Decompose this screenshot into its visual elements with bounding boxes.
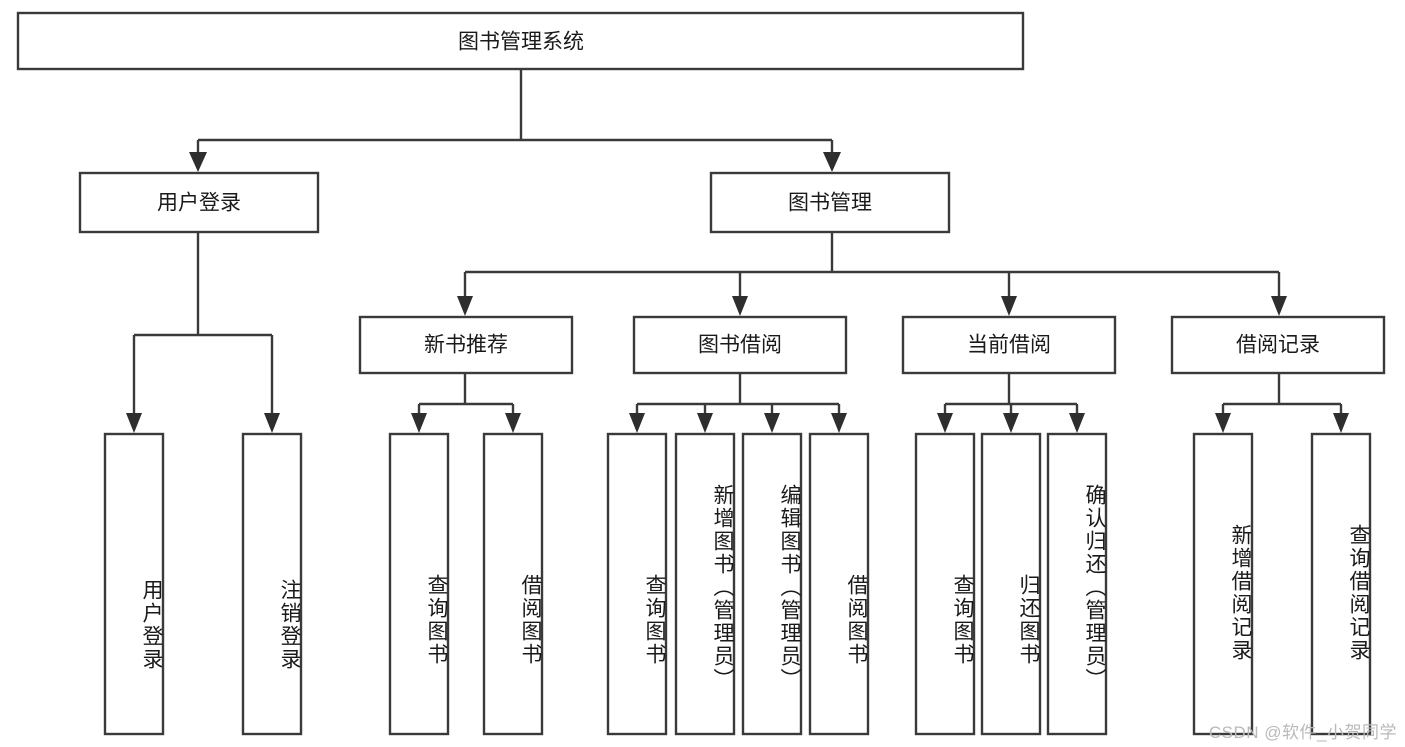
connector-group-currentborrow-to-leaves — [937, 374, 1085, 433]
node-current-borrow-box[interactable] — [901, 315, 1117, 375]
arrowhead-level3-2 — [732, 296, 748, 316]
node-current-borrow[interactable]: 当前借阅 — [901, 315, 1117, 375]
leaf-box-user-login-2[interactable] — [241, 432, 303, 736]
arrowhead-currentborrow-leaf2 — [1003, 413, 1019, 433]
connector-group-root-to-level2 — [189, 69, 841, 172]
leaf-box-book-borrow-2[interactable] — [674, 432, 736, 736]
arrowhead-borrowrecord-leaf2 — [1333, 413, 1349, 433]
connector-group-userlogin-to-leaves — [126, 233, 280, 433]
watermark-text: CSDN @软件_小贺同学 — [1208, 723, 1397, 742]
leaf-box-user-login-1[interactable] — [103, 432, 165, 736]
leaf-box-current-borrow-2[interactable] — [980, 432, 1042, 736]
arrowhead-userlogin-leaf1 — [126, 413, 142, 433]
leaf-boxes-current-borrow — [914, 432, 1108, 736]
node-user-login-box[interactable] — [78, 171, 320, 234]
connector-group-bookmgmt-to-level3 — [457, 233, 1287, 316]
connector-group-borrowrecord-to-leaves — [1215, 374, 1349, 433]
leaf-boxes-new-book-recommend — [388, 432, 544, 736]
arrowhead-level3-1 — [457, 296, 473, 316]
leaf-boxes-user-login — [103, 432, 303, 736]
leaf-box-current-borrow-3[interactable] — [1046, 432, 1108, 736]
arrowhead-book-mgmt — [823, 152, 841, 172]
node-root[interactable]: 图书管理系统 — [16, 11, 1025, 71]
leaf-box-borrow-record-1[interactable] — [1192, 432, 1254, 736]
arrowhead-userlogin-leaf2 — [264, 413, 280, 433]
leaf-box-new-book-1[interactable] — [388, 432, 450, 736]
arrowhead-currentborrow-leaf3 — [1069, 413, 1085, 433]
leaf-boxes-borrow-record — [1192, 432, 1372, 736]
node-current-borrow-label: 当前借阅 — [967, 334, 1051, 357]
arrowhead-newbook-leaf2 — [505, 413, 521, 433]
arrowhead-bookborrow-leaf3 — [764, 413, 780, 433]
leaf-box-current-borrow-1[interactable] — [914, 432, 976, 736]
node-borrow-record-label: 借阅记录 — [1236, 334, 1320, 357]
connector-group-bookborrow-to-leaves — [629, 374, 847, 433]
arrowhead-bookborrow-leaf4 — [831, 413, 847, 433]
node-book-management[interactable]: 图书管理 — [709, 171, 951, 234]
node-user-login[interactable]: 用户登录 — [78, 171, 320, 234]
node-borrow-record[interactable]: 借阅记录 — [1170, 315, 1386, 375]
node-user-login-label: 用户登录 — [157, 192, 241, 215]
arrowhead-currentborrow-leaf1 — [937, 413, 953, 433]
arrowhead-level3-4 — [1271, 296, 1287, 316]
node-new-book-recommend-label: 新书推荐 — [424, 334, 508, 357]
node-new-book-recommend-box[interactable] — [358, 315, 574, 375]
leaf-boxes-book-borrow — [606, 432, 870, 736]
node-book-borrow-label: 图书借阅 — [698, 334, 782, 357]
node-new-book-recommend[interactable]: 新书推荐 — [358, 315, 574, 375]
node-book-borrow-box[interactable] — [632, 315, 848, 375]
arrowhead-bookborrow-leaf2 — [697, 413, 713, 433]
leaf-box-new-book-2[interactable] — [482, 432, 544, 736]
arrowhead-bookborrow-leaf1 — [629, 413, 645, 433]
node-root-box[interactable] — [16, 11, 1025, 71]
leaf-box-book-borrow-1[interactable] — [606, 432, 668, 736]
leaf-box-book-borrow-3[interactable] — [741, 432, 803, 736]
arrowhead-newbook-leaf1 — [411, 413, 427, 433]
node-book-management-box[interactable] — [709, 171, 951, 234]
node-borrow-record-box[interactable] — [1170, 315, 1386, 375]
arrowhead-level3-3 — [1001, 296, 1017, 316]
arrowhead-borrowrecord-leaf1 — [1215, 413, 1231, 433]
node-root-label: 图书管理系统 — [458, 31, 584, 54]
connector-group-newbook-to-leaves — [411, 374, 521, 433]
leaf-box-book-borrow-4[interactable] — [808, 432, 870, 736]
arrowhead-user-login — [189, 152, 207, 172]
node-book-borrow[interactable]: 图书借阅 — [632, 315, 848, 375]
node-book-management-label: 图书管理 — [788, 192, 872, 215]
leaf-box-borrow-record-2[interactable] — [1310, 432, 1372, 736]
